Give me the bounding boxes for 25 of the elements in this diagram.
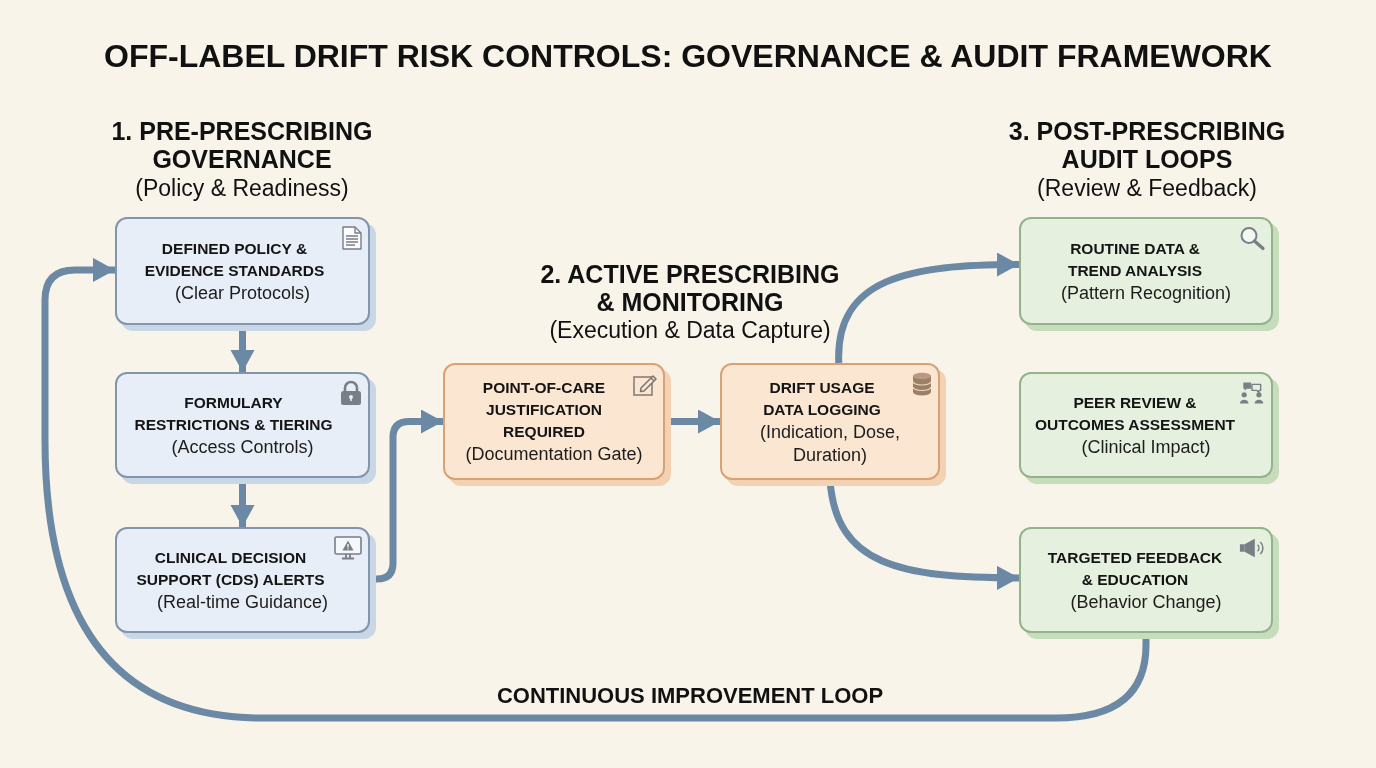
arrow xyxy=(41,257,1150,722)
box-subtitle: (Clear Protocols) xyxy=(173,281,311,305)
box-title: PEER REVIEW & OUTCOMES ASSESSMENT xyxy=(1033,392,1237,435)
arrow xyxy=(835,252,1020,364)
box-subtitle: (Real-time Guidance) xyxy=(155,590,330,614)
column-heading: 3. POST-PRESCRIBING AUDIT LOOPS xyxy=(1007,117,1287,173)
box-subtitle: (Indication, Dose, Duration) xyxy=(758,420,902,467)
box-subtitle: (Documentation Gate) xyxy=(464,443,644,466)
box-title: DEFINED POLICY & EVIDENCE STANDARDS xyxy=(143,238,326,281)
column-heading: 1. PRE-PRESCRIBING GOVERNANCE xyxy=(110,117,374,173)
column-subheading: (Review & Feedback) xyxy=(1037,174,1257,202)
box-subtitle: (Pattern Recognition) xyxy=(1059,281,1233,305)
column-subheading: (Policy & Readiness) xyxy=(135,174,349,202)
diagram-title: OFF-LABEL DRIFT RISK CONTROLS: GOVERNANCE & AUDIT FRAMEWORK xyxy=(104,37,1272,75)
box-title: CLINICAL DECISION SUPPORT (CDS) ALERTS xyxy=(135,547,326,590)
box-subtitle: (Access Controls) xyxy=(170,435,315,459)
column-subheading: (Execution & Data Capture) xyxy=(549,316,831,344)
box-title: DRIFT USAGE DATA LOGGING xyxy=(762,377,882,420)
column-heading: 2. ACTIVE PRESCRIBING & MONITORING xyxy=(539,260,841,316)
box-title: FORMULARY RESTRICTIONS & TIERING xyxy=(133,392,334,435)
box-title: POINT-OF-CARE JUSTIFICATION REQUIRED xyxy=(481,378,607,442)
box-subtitle: (Behavior Change) xyxy=(1069,590,1223,614)
box-title: TARGETED FEEDBACK & EDUCATION xyxy=(1046,547,1224,590)
box-subtitle: (Clinical Impact) xyxy=(1080,435,1212,459)
box-title: ROUTINE DATA & TREND ANALYSIS xyxy=(1066,238,1204,281)
